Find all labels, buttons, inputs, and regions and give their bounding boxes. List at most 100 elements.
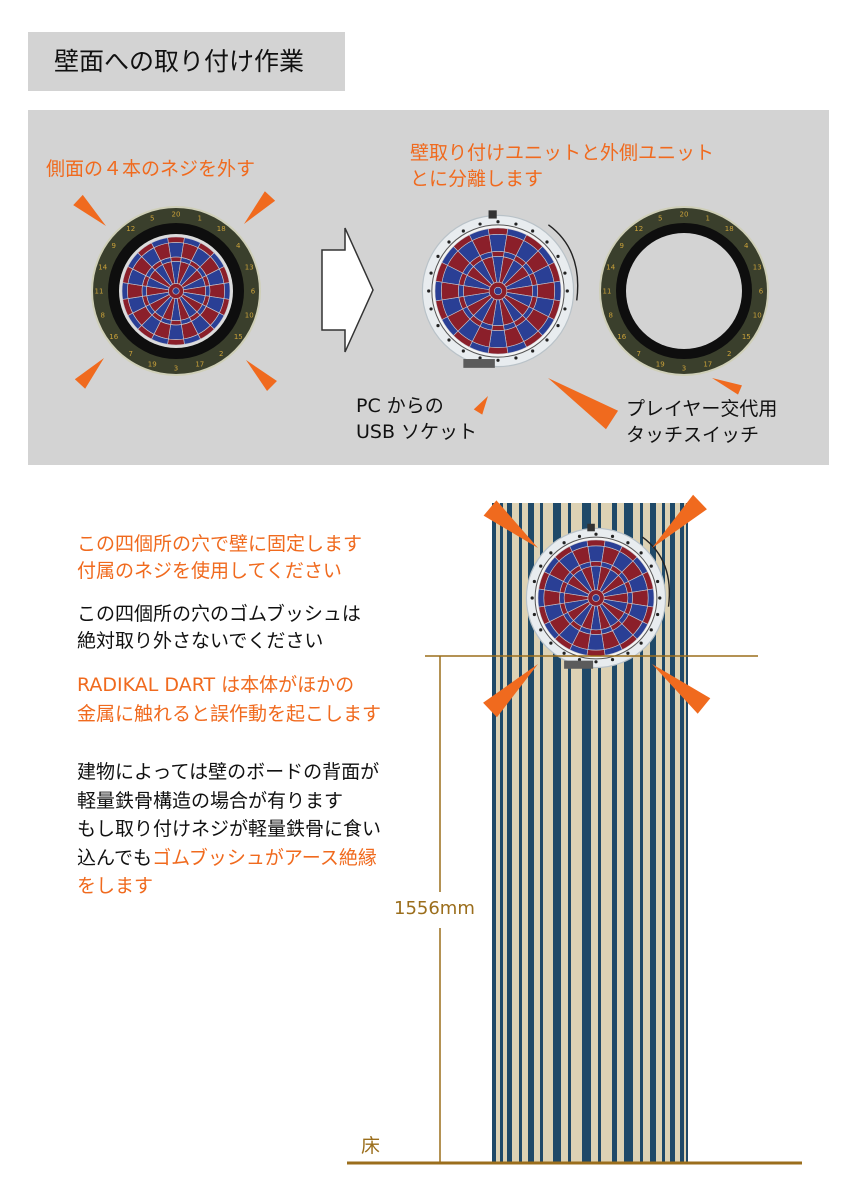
- unit-hole: [478, 222, 482, 226]
- pointer-wedge: [712, 378, 742, 395]
- board-segment: [586, 539, 606, 547]
- pointer-wedge: [652, 664, 711, 714]
- board-number: 20: [172, 211, 181, 219]
- board-segment: [121, 282, 129, 300]
- separate-label-line1: 壁取り付けユニットと外側ユニット: [410, 142, 715, 164]
- unit-hole: [656, 579, 660, 584]
- board-number: 6: [759, 288, 764, 296]
- wall-stripe: [598, 503, 601, 1162]
- unit-hole: [545, 240, 549, 244]
- board-number: 7: [637, 350, 641, 358]
- board-number: 17: [703, 361, 712, 369]
- board-segment: [488, 329, 508, 348]
- inner-bull: [172, 287, 180, 295]
- board-number: 2: [219, 350, 223, 358]
- unit-hole: [427, 289, 431, 293]
- unit-hole: [496, 358, 500, 362]
- board-number: 19: [656, 361, 665, 369]
- board-number: 5: [150, 214, 154, 222]
- pointer-wedge: [548, 378, 619, 430]
- board-number: 12: [634, 225, 643, 233]
- pointer-wedge: [73, 194, 106, 226]
- board-number: 10: [245, 311, 254, 319]
- building-note-line2: 軽量鉄骨構造の場合が有ります: [77, 790, 344, 812]
- board-segment: [167, 338, 185, 346]
- board-segment: [569, 540, 589, 552]
- board-number: 5: [658, 214, 662, 222]
- unit-hole: [514, 222, 518, 226]
- pointer-wedge: [473, 396, 488, 415]
- pointer-wedge: [74, 358, 104, 389]
- board-segment: [491, 251, 505, 258]
- unit-hole: [610, 534, 615, 538]
- board-number: 9: [619, 242, 623, 250]
- wall-stripe: [500, 503, 503, 1162]
- unit-hole: [656, 612, 660, 617]
- height-label: 1556mm: [394, 898, 475, 919]
- unit-hole: [461, 349, 465, 353]
- wall-mounted-unit: [525, 523, 671, 669]
- unit-hole: [610, 658, 615, 662]
- board-segment: [441, 281, 460, 301]
- wall-stripe: [519, 503, 522, 1162]
- board-segment: [537, 588, 545, 608]
- switch-label-line1: プレイヤー交代用: [626, 398, 778, 420]
- rubber-note-line1: この四個所の穴のゴムブッシュは: [77, 603, 361, 625]
- board-number: 18: [217, 225, 226, 233]
- board-number: 3: [174, 365, 178, 373]
- wall-stripe: [612, 503, 617, 1162]
- inner-bull: [592, 594, 600, 602]
- board-number: 18: [725, 225, 734, 233]
- board-number: 4: [744, 242, 749, 250]
- unit-hole: [532, 579, 536, 584]
- board-number: 4: [236, 242, 241, 250]
- board-number: 1: [198, 214, 202, 222]
- unit-top-clip: [488, 210, 497, 219]
- board-segment: [559, 591, 565, 605]
- building-note-line1: 建物によっては壁のボードの背面が: [77, 761, 380, 783]
- wall-stripe: [528, 503, 534, 1162]
- board-segment: [586, 649, 606, 657]
- unit-hole: [436, 324, 440, 328]
- board-segment: [487, 346, 509, 355]
- board-number: 16: [617, 333, 626, 341]
- board-number: 13: [245, 264, 254, 272]
- right-arrow-icon: [321, 227, 374, 353]
- unit-top-clip: [587, 523, 595, 532]
- board-number: 20: [680, 211, 689, 219]
- unit-cable: [641, 536, 671, 607]
- building-note-line3: もし取り付けネジが軽量鉄骨に食い: [77, 818, 382, 840]
- pointer-wedge: [652, 494, 707, 548]
- board-number: 8: [609, 311, 613, 319]
- board-number: 19: [148, 361, 157, 369]
- unit-hole: [562, 541, 566, 545]
- wall-stripe: [624, 503, 633, 1162]
- inner-bull: [493, 286, 503, 296]
- board-number: 11: [95, 288, 104, 296]
- building-note-line5: をします: [77, 875, 154, 897]
- board-number: 17: [195, 361, 204, 369]
- building-note-line4-accent: ゴムブッシュがアース絶縁: [152, 847, 377, 869]
- usb-label-line2: USB ソケット: [356, 421, 478, 443]
- board-number: 14: [606, 264, 615, 272]
- board-segment: [491, 324, 505, 331]
- board-segment: [127, 283, 143, 299]
- unit-hole: [594, 532, 598, 536]
- unit-hole: [447, 240, 451, 244]
- unit-hole: [461, 229, 465, 233]
- floor-label: 床: [361, 1135, 381, 1157]
- unit-hole: [429, 271, 433, 275]
- unit-hole: [594, 660, 598, 664]
- board-segment: [468, 228, 490, 241]
- unit-hole: [531, 349, 535, 353]
- board-number: 15: [742, 333, 751, 341]
- board-segment: [458, 284, 465, 298]
- unit-hole: [531, 229, 535, 233]
- unit-hole: [514, 356, 518, 360]
- unit-hole: [556, 254, 560, 258]
- board-segment: [223, 282, 231, 300]
- unit-hole: [649, 564, 653, 568]
